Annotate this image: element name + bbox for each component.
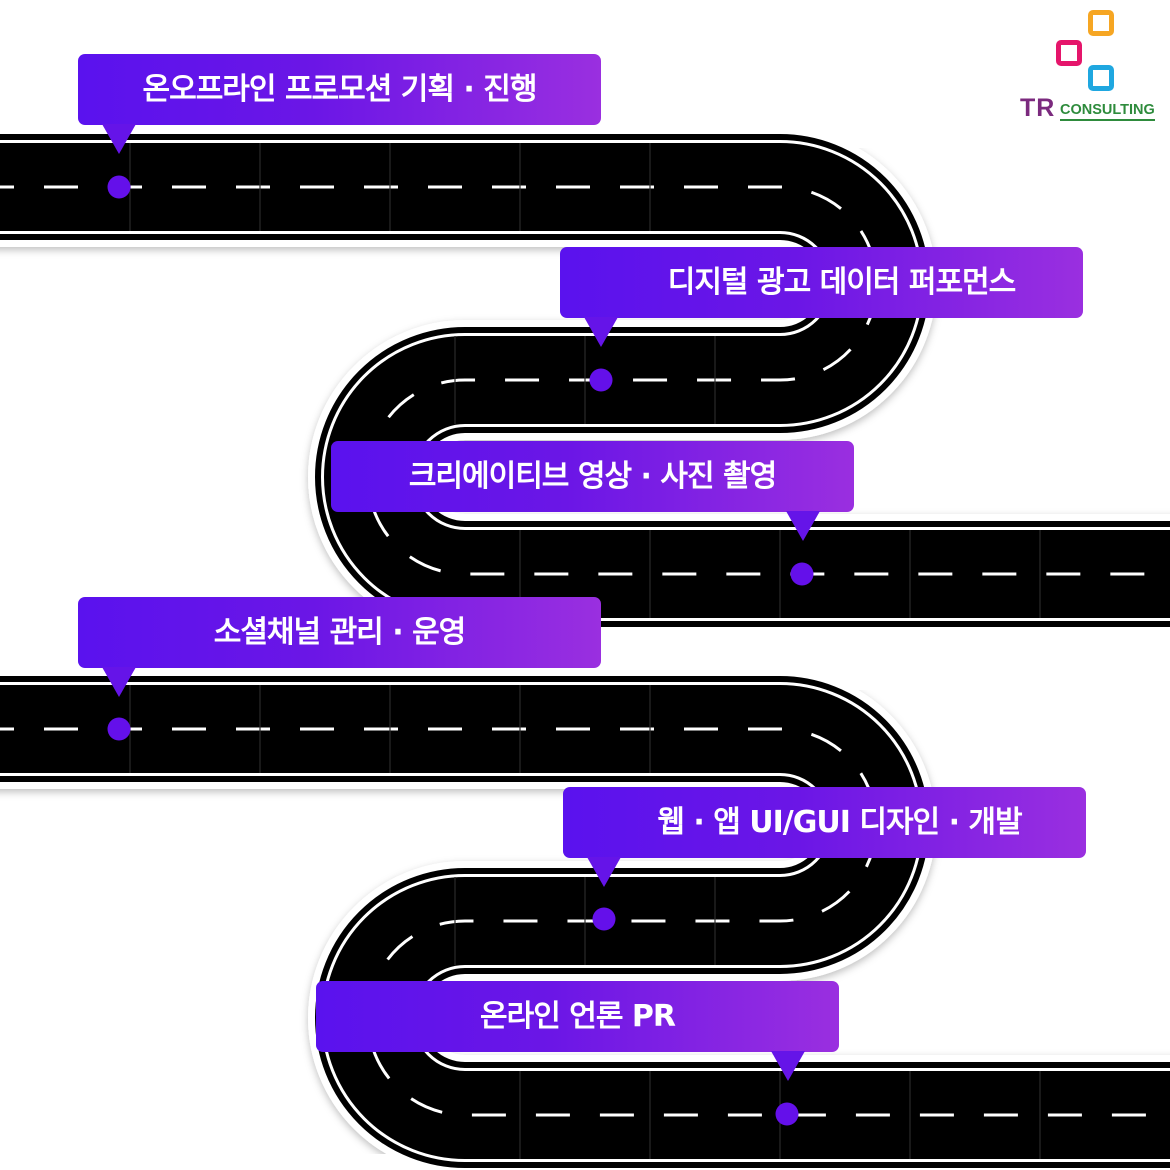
step-4-marker (107, 717, 131, 741)
step-3-callout: 크리에이티브 영상 · 사진 촬영 (331, 441, 854, 541)
step-2-pointer (584, 317, 618, 347)
step-3-marker (790, 562, 814, 586)
step-2-callout: 디지털 광고 데이터 퍼포먼스 (560, 247, 1083, 347)
step-1-label: 온오프라인 프로모션 기획 · 진행 (142, 72, 538, 107)
logo-brand-sub: CONSULTING (1060, 102, 1155, 121)
step-2-marker (589, 368, 613, 392)
road-center-dashes (0, 727, 1170, 1117)
step-5-marker (592, 907, 616, 931)
road-segment-2 (0, 669, 1170, 1170)
step-3-pointer (786, 511, 820, 541)
step-2-label: 디지털 광고 데이터 퍼포먼스 (667, 265, 1017, 300)
step-4-pointer (102, 667, 136, 697)
step-6-callout: 온라인 언론 PR (316, 981, 839, 1081)
step-6-pointer (771, 1051, 805, 1081)
logo-square-pink (1056, 40, 1082, 66)
step-3-label: 크리에이티브 영상 · 사진 촬영 (408, 459, 777, 494)
step-5-label: 웹 · 앱 UI/GUI 디자인 · 개발 (657, 805, 1022, 840)
step-1-marker (107, 175, 131, 199)
step-6-marker (775, 1102, 799, 1126)
logo-square-cyan (1088, 65, 1114, 91)
step-1-callout: 온오프라인 프로모션 기획 · 진행 (78, 54, 601, 154)
step-4-callout: 소셜채널 관리 · 운영 (78, 597, 601, 697)
step-1-pointer (102, 124, 136, 154)
tr-consulting-logo: TR CONSULTING (1018, 8, 1155, 124)
road-center-dashes (0, 185, 1170, 576)
step-4-label: 소셜채널 관리 · 운영 (213, 615, 467, 650)
step-6-label: 온라인 언론 PR (480, 999, 676, 1034)
step-5-pointer (587, 857, 621, 887)
road-segment-1 (0, 127, 1170, 634)
logo-square-orange (1088, 10, 1114, 36)
logo-brand-name: TR (1020, 94, 1056, 122)
step-5-callout: 웹 · 앱 UI/GUI 디자인 · 개발 (563, 787, 1086, 887)
